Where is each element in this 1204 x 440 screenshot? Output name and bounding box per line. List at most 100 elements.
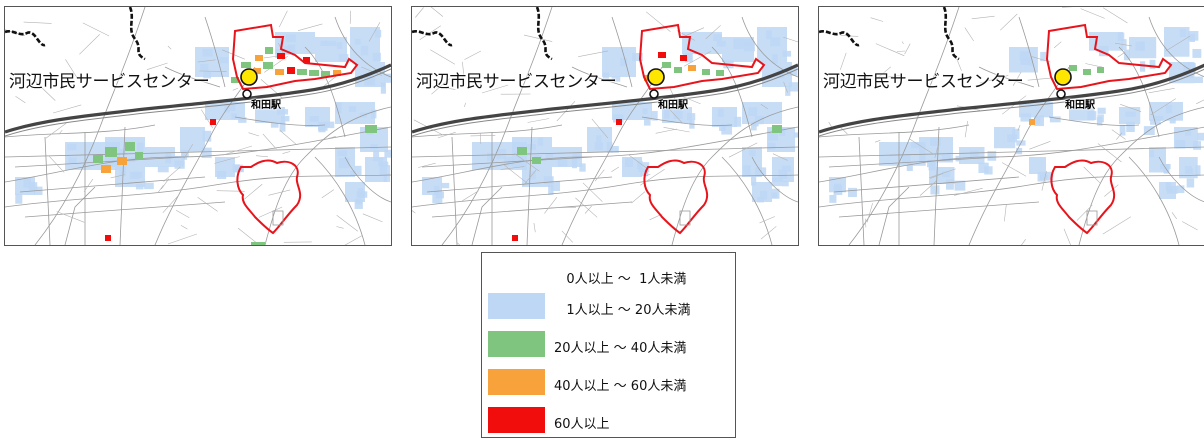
population-cell bbox=[1135, 41, 1145, 51]
population-cell bbox=[716, 40, 726, 47]
map-canvas bbox=[412, 7, 798, 245]
population-cell bbox=[682, 32, 722, 54]
population-cell bbox=[1069, 65, 1077, 71]
road-line bbox=[24, 201, 226, 218]
population-cell bbox=[680, 55, 687, 61]
population-cell bbox=[930, 185, 940, 195]
population-cell bbox=[611, 146, 619, 153]
road-line bbox=[421, 156, 593, 168]
population-cell bbox=[532, 157, 541, 164]
population-cell bbox=[133, 171, 143, 178]
road-line bbox=[933, 126, 940, 245]
legend-swatch bbox=[488, 331, 545, 357]
road-line bbox=[772, 153, 788, 161]
population-cell bbox=[202, 48, 213, 57]
road-line bbox=[1171, 212, 1177, 220]
population-cell bbox=[517, 147, 527, 155]
population-cell bbox=[545, 153, 554, 159]
road-line bbox=[1029, 141, 1051, 150]
population-cell bbox=[594, 142, 603, 150]
road-line bbox=[1150, 98, 1176, 116]
road-line bbox=[875, 43, 905, 57]
population-cell bbox=[285, 34, 296, 43]
population-cell bbox=[1123, 49, 1131, 61]
road-line bbox=[503, 164, 529, 185]
road-line bbox=[430, 7, 444, 17]
population-cell bbox=[144, 182, 154, 190]
population-cell bbox=[216, 171, 227, 180]
population-cell bbox=[125, 142, 135, 151]
population-cell bbox=[373, 150, 380, 162]
population-cell bbox=[702, 69, 710, 75]
population-cell bbox=[119, 148, 126, 155]
population-cell bbox=[906, 162, 913, 171]
population-cell bbox=[658, 52, 666, 58]
road-line bbox=[1115, 42, 1132, 47]
road-line bbox=[412, 124, 563, 138]
population-cell bbox=[537, 137, 544, 146]
population-cell bbox=[1185, 129, 1192, 136]
road-line bbox=[1012, 71, 1022, 86]
population-cell bbox=[364, 77, 376, 86]
road-line bbox=[1117, 51, 1126, 58]
road-line bbox=[874, 140, 881, 143]
building-outline bbox=[679, 210, 691, 226]
population-cell bbox=[379, 165, 391, 176]
population-cell bbox=[251, 242, 265, 245]
population-cell bbox=[320, 40, 327, 46]
road-line bbox=[244, 183, 263, 200]
road-line bbox=[5, 124, 156, 138]
road-line bbox=[578, 50, 609, 57]
road-line bbox=[258, 206, 283, 218]
population-cell bbox=[942, 170, 951, 178]
road-line bbox=[751, 156, 798, 203]
population-cell bbox=[743, 165, 751, 175]
population-cell bbox=[384, 73, 391, 83]
boundary-line bbox=[5, 30, 46, 47]
population-cell bbox=[380, 82, 386, 94]
population-cell bbox=[550, 181, 561, 192]
population-cell bbox=[785, 85, 791, 96]
road-line bbox=[83, 178, 94, 192]
road-line bbox=[222, 145, 252, 156]
road-line bbox=[866, 203, 873, 223]
road-line bbox=[58, 129, 63, 135]
road-line bbox=[1102, 7, 1128, 24]
population-cell bbox=[682, 53, 692, 61]
road-line bbox=[65, 59, 78, 79]
population-cell bbox=[253, 68, 261, 74]
population-cell bbox=[348, 106, 357, 112]
population-cell bbox=[157, 166, 169, 173]
population-cell bbox=[530, 171, 536, 180]
road-line bbox=[575, 197, 598, 218]
population-cell bbox=[265, 47, 273, 54]
road-line bbox=[870, 17, 884, 22]
road-line bbox=[978, 66, 1035, 88]
population-cell bbox=[1040, 51, 1047, 62]
population-cell bbox=[638, 162, 650, 173]
population-cell bbox=[1175, 140, 1186, 149]
road-line bbox=[5, 146, 391, 158]
road-line bbox=[544, 197, 558, 214]
road-line bbox=[631, 191, 646, 204]
population-cell bbox=[283, 45, 291, 55]
road-line bbox=[711, 46, 753, 138]
area-boundary bbox=[1045, 23, 1173, 91]
road-line bbox=[119, 126, 126, 245]
population-cell bbox=[1040, 173, 1047, 180]
legend-swatch bbox=[488, 262, 545, 288]
road-line bbox=[1078, 106, 1204, 245]
population-cell bbox=[902, 154, 911, 164]
road-line bbox=[1102, 216, 1131, 235]
station-marker bbox=[242, 89, 252, 99]
population-cell bbox=[625, 158, 633, 167]
population-cell bbox=[496, 149, 507, 160]
population-cell bbox=[767, 131, 778, 141]
population-cell bbox=[984, 166, 993, 175]
population-cell bbox=[277, 109, 289, 115]
road-line bbox=[237, 227, 259, 245]
population-cell bbox=[1149, 59, 1156, 70]
road-line bbox=[451, 136, 458, 245]
population-cell bbox=[354, 165, 362, 175]
place-label: 河辺市民サービスセンター bbox=[416, 72, 617, 92]
